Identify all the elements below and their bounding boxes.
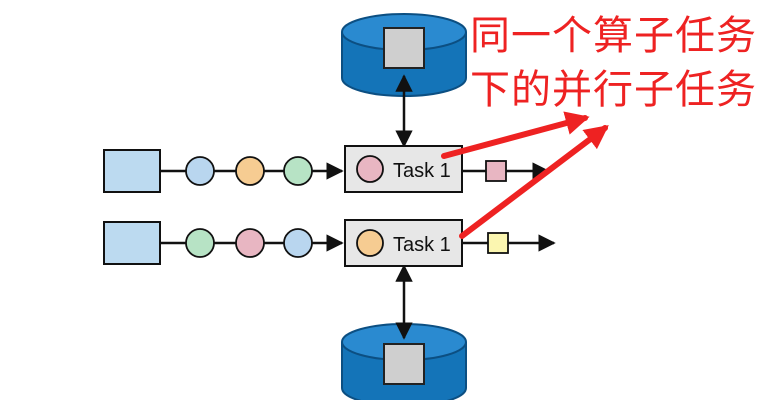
queue-record (185, 228, 215, 258)
output-record (485, 160, 507, 182)
row-1: Task 1 (103, 145, 550, 193)
annotation-line-2: 下的并行子任务 (470, 67, 757, 113)
annotation-line-1: 同一个算子任务 (470, 13, 757, 59)
bottom-state-disk (341, 323, 467, 400)
source-2 (103, 221, 161, 265)
queue-record (283, 156, 313, 186)
output-record (487, 232, 509, 254)
bottom-state-square (383, 343, 425, 385)
task-state-record (356, 155, 384, 183)
queue-record (235, 228, 265, 258)
queue-record (283, 228, 313, 258)
source-1 (103, 149, 161, 193)
queue-record (185, 156, 215, 186)
task-state-record (356, 229, 384, 257)
top-state-square (383, 27, 425, 69)
annotation-arrow-1 (441, 111, 590, 159)
task-label: Task 1 (393, 160, 451, 182)
queue-record (235, 156, 265, 186)
task-label: Task 1 (393, 234, 451, 256)
annotation-arrow-2 (459, 125, 609, 239)
top-state-disk (341, 13, 467, 97)
row-2: Task 1 (103, 219, 556, 267)
